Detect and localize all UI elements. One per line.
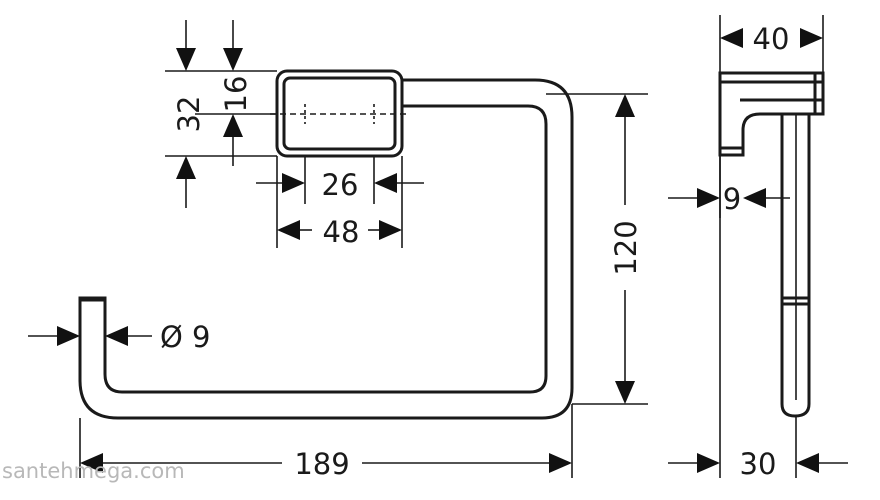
dim-label-26: 26 (322, 168, 359, 202)
dim-label-40: 40 (753, 22, 790, 56)
dimension-width-189: 189 (79, 404, 573, 481)
arrow-down-32-top (176, 48, 196, 71)
dimension-width-48: 48 (276, 156, 403, 249)
arrow-right-30 (697, 453, 720, 473)
arrow-up-16-bottom (223, 114, 243, 137)
arrow-left-189 (80, 453, 103, 473)
ring-end-cap (78, 296, 107, 302)
dim-label-30: 30 (740, 447, 777, 481)
arrow-right-40 (800, 28, 823, 48)
side-view: 40 9 30 (668, 15, 848, 481)
arrow-up-120 (615, 94, 635, 117)
dimension-thickness-9: 9 (668, 155, 790, 218)
dim-label-120: 120 (609, 220, 643, 275)
arrow-down-16-top (223, 48, 243, 71)
watermark-text: santehmega.com (2, 459, 185, 483)
arrow-left-9 (743, 188, 766, 208)
front-view: 32 16 26 48 (28, 20, 648, 481)
dim-label-48: 48 (323, 215, 360, 249)
arrow-right-189 (549, 453, 572, 473)
arrow-left-40 (720, 28, 743, 48)
arrow-left-48 (277, 220, 300, 240)
dimension-depth-40: 40 (719, 15, 824, 73)
arrow-left-rod (105, 326, 128, 346)
dim-label-9: 9 (723, 182, 741, 216)
dimension-rod-diameter: Ø 9 (28, 320, 211, 354)
dim-label-189: 189 (294, 447, 349, 481)
arrow-up-32-bottom (176, 156, 196, 179)
dim-label-32: 32 (172, 96, 206, 133)
arrow-right-26 (282, 173, 305, 193)
side-ring-profile (780, 114, 811, 418)
dimension-width-26: 26 (256, 156, 424, 204)
arrow-right-rod (57, 326, 80, 346)
ring-outer-outline (78, 78, 574, 420)
wall-mount (270, 69, 408, 158)
dimension-height-32-16: 32 16 (165, 20, 277, 208)
arrow-left-26 (374, 173, 397, 193)
dim-label-16: 16 (219, 76, 253, 113)
dimension-height-120: 120 (546, 93, 648, 405)
arrow-down-120 (615, 381, 635, 404)
arrow-right-9 (697, 188, 720, 208)
dimension-base-30: 30 (668, 155, 848, 481)
arrow-right-48 (379, 220, 402, 240)
dim-label-rod-diameter: Ø 9 (160, 320, 211, 354)
arrow-left-30 (796, 453, 819, 473)
